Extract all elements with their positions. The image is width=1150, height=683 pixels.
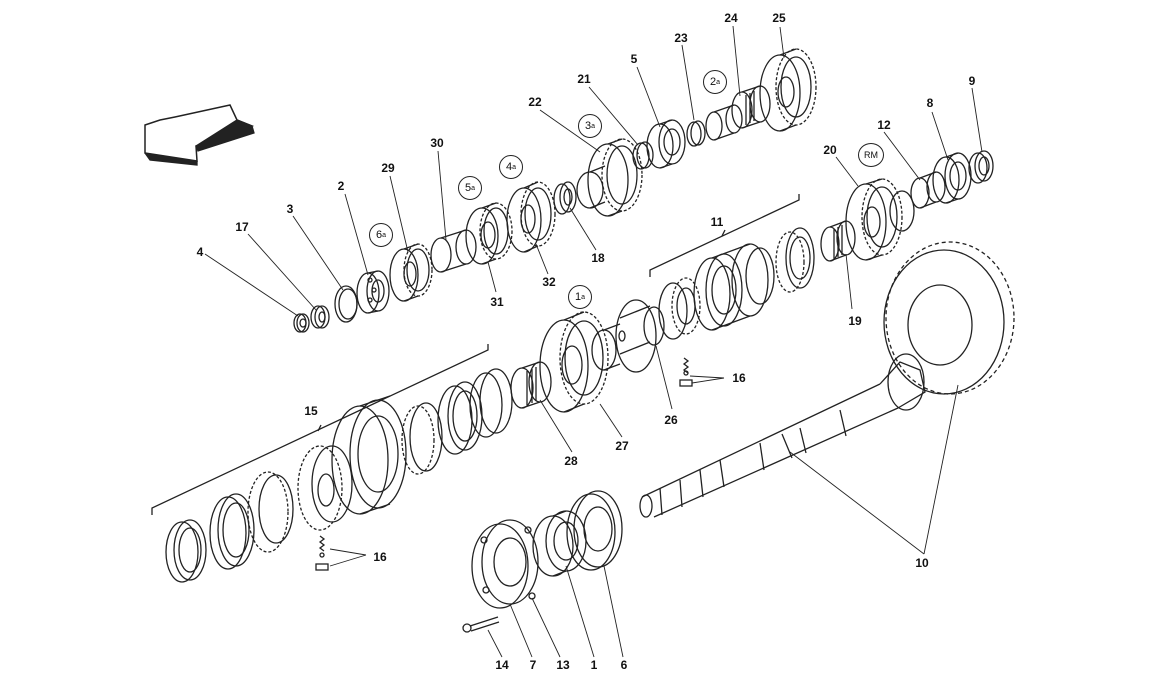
part-ring-23 [686,120,706,147]
callout-17: 17 [235,220,249,234]
part-synchro-assembly-11 [658,227,815,340]
part-crown-wheel-10 [883,241,1015,395]
gear-mark-second-num: 2 [709,76,717,88]
gear-mark-fifth-sup: a [471,184,476,192]
part-detent-16-middle [679,357,693,387]
callout-5: 5 [630,52,638,66]
callout-3: 3 [286,202,294,216]
callout-22: 22 [528,95,542,109]
callout-7: 7 [529,658,537,672]
callout-28: 28 [564,454,578,468]
part-nut-4 [293,313,310,333]
gear-mark-third-num: 3 [584,120,592,132]
part-hub-second [705,104,743,141]
part-flange-6 [566,490,623,571]
part-spacer-12 [910,171,946,209]
part-gear-third-22 [576,138,643,217]
part-detent-16-lower [315,535,329,571]
gear-mark-first-num: 1 [574,291,582,303]
part-shaft-26 [615,299,665,373]
gear-mark-third-sup: a [591,122,596,130]
leader-lines [204,25,983,658]
callout-29: 29 [381,161,395,175]
callout-14: 14 [495,658,509,672]
part-spacer-30 [430,229,477,273]
callout-25: 25 [772,11,786,25]
callout-27: 27 [615,439,629,453]
part-needle-bearing-19 [820,220,856,262]
part-bearing-8 [932,152,972,204]
part-synchro-assembly-15 [165,368,513,583]
part-gear-sixth-29 [389,243,433,302]
part-flange-7-13 [471,519,539,609]
callout-19: 19 [848,314,862,328]
bracket-15 [151,344,489,515]
callout-23: 23 [674,31,688,45]
part-bearing-1 [532,510,587,577]
callout-16-middle: 16 [732,371,746,385]
callout-31: 31 [490,295,504,309]
gear-mark-reverse-num: RM [864,150,878,160]
direction-arrow-icon [144,104,255,166]
gear-mark-first-sup: a [581,293,586,301]
callout-9: 9 [968,74,976,88]
part-ring-18 [553,181,577,215]
gear-mark-sixth-sup: a [382,231,387,239]
callout-16-lower: 16 [373,550,387,564]
callout-13: 13 [556,658,570,672]
bracket-11 [649,194,800,277]
gear-mark-fourth-sup: a [512,163,517,171]
callout-10: 10 [915,556,929,570]
part-circlip-3 [334,285,358,323]
gear-mark-reverse: RM [858,143,884,167]
part-bearing-5 [646,119,686,169]
callout-24: 24 [724,11,738,25]
gear-mark-sixth-num: 6 [375,229,383,241]
callout-8: 8 [926,96,934,110]
callout-32: 32 [542,275,556,289]
callout-20: 20 [823,143,837,157]
callout-6: 6 [620,658,628,672]
callout-12: 12 [877,118,891,132]
part-gear-fifth-31 [465,202,513,265]
callout-21: 21 [577,72,591,86]
part-washer-17 [310,305,330,329]
part-gear-first-27 [539,311,621,413]
part-gear-fourth-32 [506,181,556,253]
callout-1: 1 [590,658,598,672]
callout-11: 11 [710,215,724,229]
callout-18: 18 [591,251,605,265]
part-gear-reverse-20 [845,178,915,261]
part-pinion-shaft-10 [639,353,926,518]
callout-4: 4 [196,245,204,259]
part-gear-25 [759,48,817,132]
gear-mark-second-sup: a [716,78,721,86]
part-bearing-2 [356,270,390,314]
callout-2: 2 [337,179,345,193]
part-needle-bearing-28 [510,361,552,409]
part-nut-9 [968,150,994,184]
gear-mark-fifth-num: 5 [464,182,472,194]
callout-15: 15 [304,404,318,418]
gear-mark-fourth-num: 4 [505,161,513,173]
callout-30: 30 [430,136,444,150]
callout-26: 26 [664,413,678,427]
part-bolt-14 [462,616,500,633]
